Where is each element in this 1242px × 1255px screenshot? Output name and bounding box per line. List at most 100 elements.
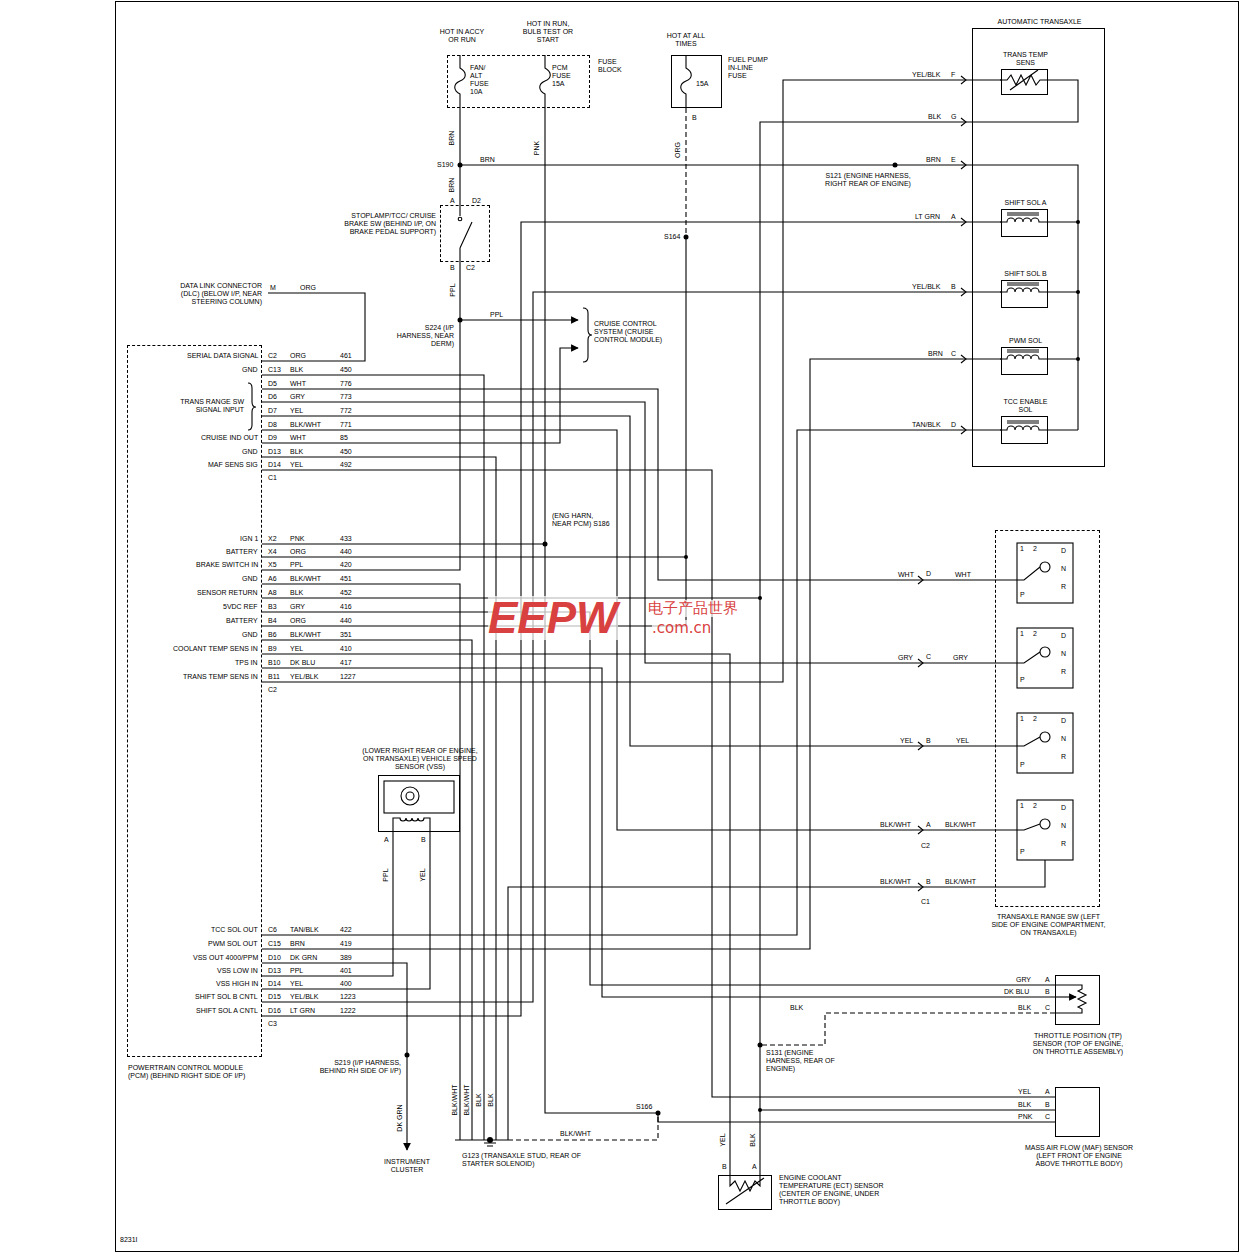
wire-label: N: [1061, 822, 1066, 830]
wire-label: A: [450, 197, 455, 205]
component-label: PWM SOL: [996, 337, 1055, 345]
wire-label: ORG: [290, 617, 306, 625]
component-label: SHIFT SOL A: [996, 199, 1055, 207]
wire-color-label: YEL: [900, 737, 913, 745]
wire-label: GND: [242, 366, 258, 374]
wire-label: PPL: [290, 967, 303, 975]
splice-dot: [758, 1043, 763, 1048]
wire-color-label: GRY: [1016, 976, 1031, 984]
wire-label: YEL: [956, 737, 969, 745]
wire-label: B: [421, 836, 426, 844]
wire: [262, 598, 1055, 1110]
wire-label: 401: [340, 967, 352, 975]
component-label: TCC ENABLE SOL: [996, 398, 1055, 414]
wire-label: D5: [268, 380, 277, 388]
wiper-symbol: [1055, 996, 1076, 997]
wire-color-label: PPL: [381, 868, 389, 881]
wire-label: 1222: [340, 1007, 356, 1015]
wire-label: GND: [242, 575, 258, 583]
wire-label: 1223: [340, 993, 356, 1001]
wire: [262, 348, 578, 443]
wire-label: 773: [340, 393, 352, 401]
wire-label: 1: [1020, 715, 1024, 723]
splice-dot: [684, 555, 688, 559]
wire: [262, 654, 730, 1175]
wire-color-label: YEL/BLK: [912, 283, 940, 291]
wire-label: A: [384, 836, 389, 844]
wire-label: 772: [340, 407, 352, 415]
wire-label: 1: [1020, 802, 1024, 810]
wire-label: D: [1061, 632, 1066, 640]
component-label: AUTOMATIC TRANSAXLE: [973, 18, 1106, 26]
wire-label: C15: [268, 940, 281, 948]
wire: [262, 543, 545, 544]
wire-label: D8: [268, 421, 277, 429]
wire-label: B: [1045, 1101, 1050, 1109]
wire: [262, 80, 1001, 682]
wire: [262, 237, 686, 626]
wire-label: A: [926, 821, 931, 829]
wire-label: PWM SOL OUT: [208, 940, 258, 948]
wire-label: D: [1061, 717, 1066, 725]
wire-label: 1227: [340, 673, 356, 681]
wire: [685, 108, 686, 237]
wire-label: A: [951, 213, 956, 221]
wire-label: D10: [268, 954, 281, 962]
wire-label: (ENG HARN, NEAR PCM) S186: [552, 512, 610, 528]
wire-label: X5: [268, 561, 277, 569]
wire-color-label: GRY: [898, 654, 913, 662]
wire: [262, 222, 1001, 1016]
wire-label: BRN: [290, 940, 305, 948]
wire-label: BLK: [290, 366, 303, 374]
wire-label: 2: [1033, 802, 1037, 810]
watermark: .com.cn: [652, 620, 711, 637]
wire-label: B10: [268, 659, 280, 667]
wire-label: 771: [340, 421, 352, 429]
wire-label: 410: [340, 645, 352, 653]
wire-label: BLK: [290, 589, 303, 597]
wire-label: C6: [268, 926, 277, 934]
wire: [508, 1116, 658, 1140]
wire-label: BLK: [1018, 1004, 1031, 1012]
wire-label: B: [722, 1163, 727, 1171]
wire-label: MAF SENS SIG: [208, 461, 258, 469]
component-label: MASS AIR FLOW (MAF) SENSOR (LEFT FRONT O…: [1024, 1144, 1134, 1168]
wire-label: R: [1061, 753, 1066, 761]
wire-label: BLK: [474, 1093, 482, 1106]
wire-label: ORG: [300, 284, 316, 292]
wire: [262, 430, 995, 830]
inline-fuse: FUEL PUMP IN-LINE FUSE15A: [671, 55, 722, 108]
splice-dot: [1076, 290, 1080, 294]
wire-label: B3: [268, 603, 277, 611]
wire-label: X2: [268, 535, 277, 543]
brake-switch: STOPLAMP/TCC/ CRUISE BRAKE SW (BEHIND I/…: [440, 205, 490, 262]
wire-label: 419: [340, 940, 352, 948]
wire-label: B11: [268, 673, 280, 681]
wire-label: 776: [340, 380, 352, 388]
transaxle-housing: TRANS TEMP SENSSHIFT SOL ASHIFT SOL BPWM…: [972, 28, 1105, 467]
wire-label: 451: [340, 575, 352, 583]
potentiometer-symbol: [1055, 985, 1086, 1013]
wire-label: VSS LOW IN: [217, 967, 258, 975]
watermark: EEPW: [488, 596, 618, 640]
switch-contact: [1040, 819, 1050, 829]
wire-label: SHIFT SOL A CNTL: [196, 1007, 258, 1015]
wire-label: 1: [1020, 630, 1024, 638]
wire: [262, 416, 995, 746]
wire-label: PPL: [490, 311, 503, 319]
wire-label: PNK: [1018, 1113, 1032, 1121]
wire-label: WHT: [955, 571, 971, 579]
wire-label: GRY: [290, 393, 305, 401]
wire: [262, 292, 1001, 1002]
wire-label: 351: [340, 631, 352, 639]
solenoid-coil: [1000, 283, 1047, 292]
wire-label: GND: [242, 448, 258, 456]
wire-label: R: [1061, 583, 1066, 591]
wire-label: 389: [340, 954, 352, 962]
switch-wire: [262, 222, 472, 570]
wire-label: 440: [340, 617, 352, 625]
wire-label: R: [1061, 840, 1066, 848]
wire: [262, 389, 995, 580]
range-switch: TRANSAXLE RANGE SW (LEFT SIDE OF ENGINE …: [995, 530, 1100, 907]
wire-label: 8231I: [120, 1236, 138, 1244]
